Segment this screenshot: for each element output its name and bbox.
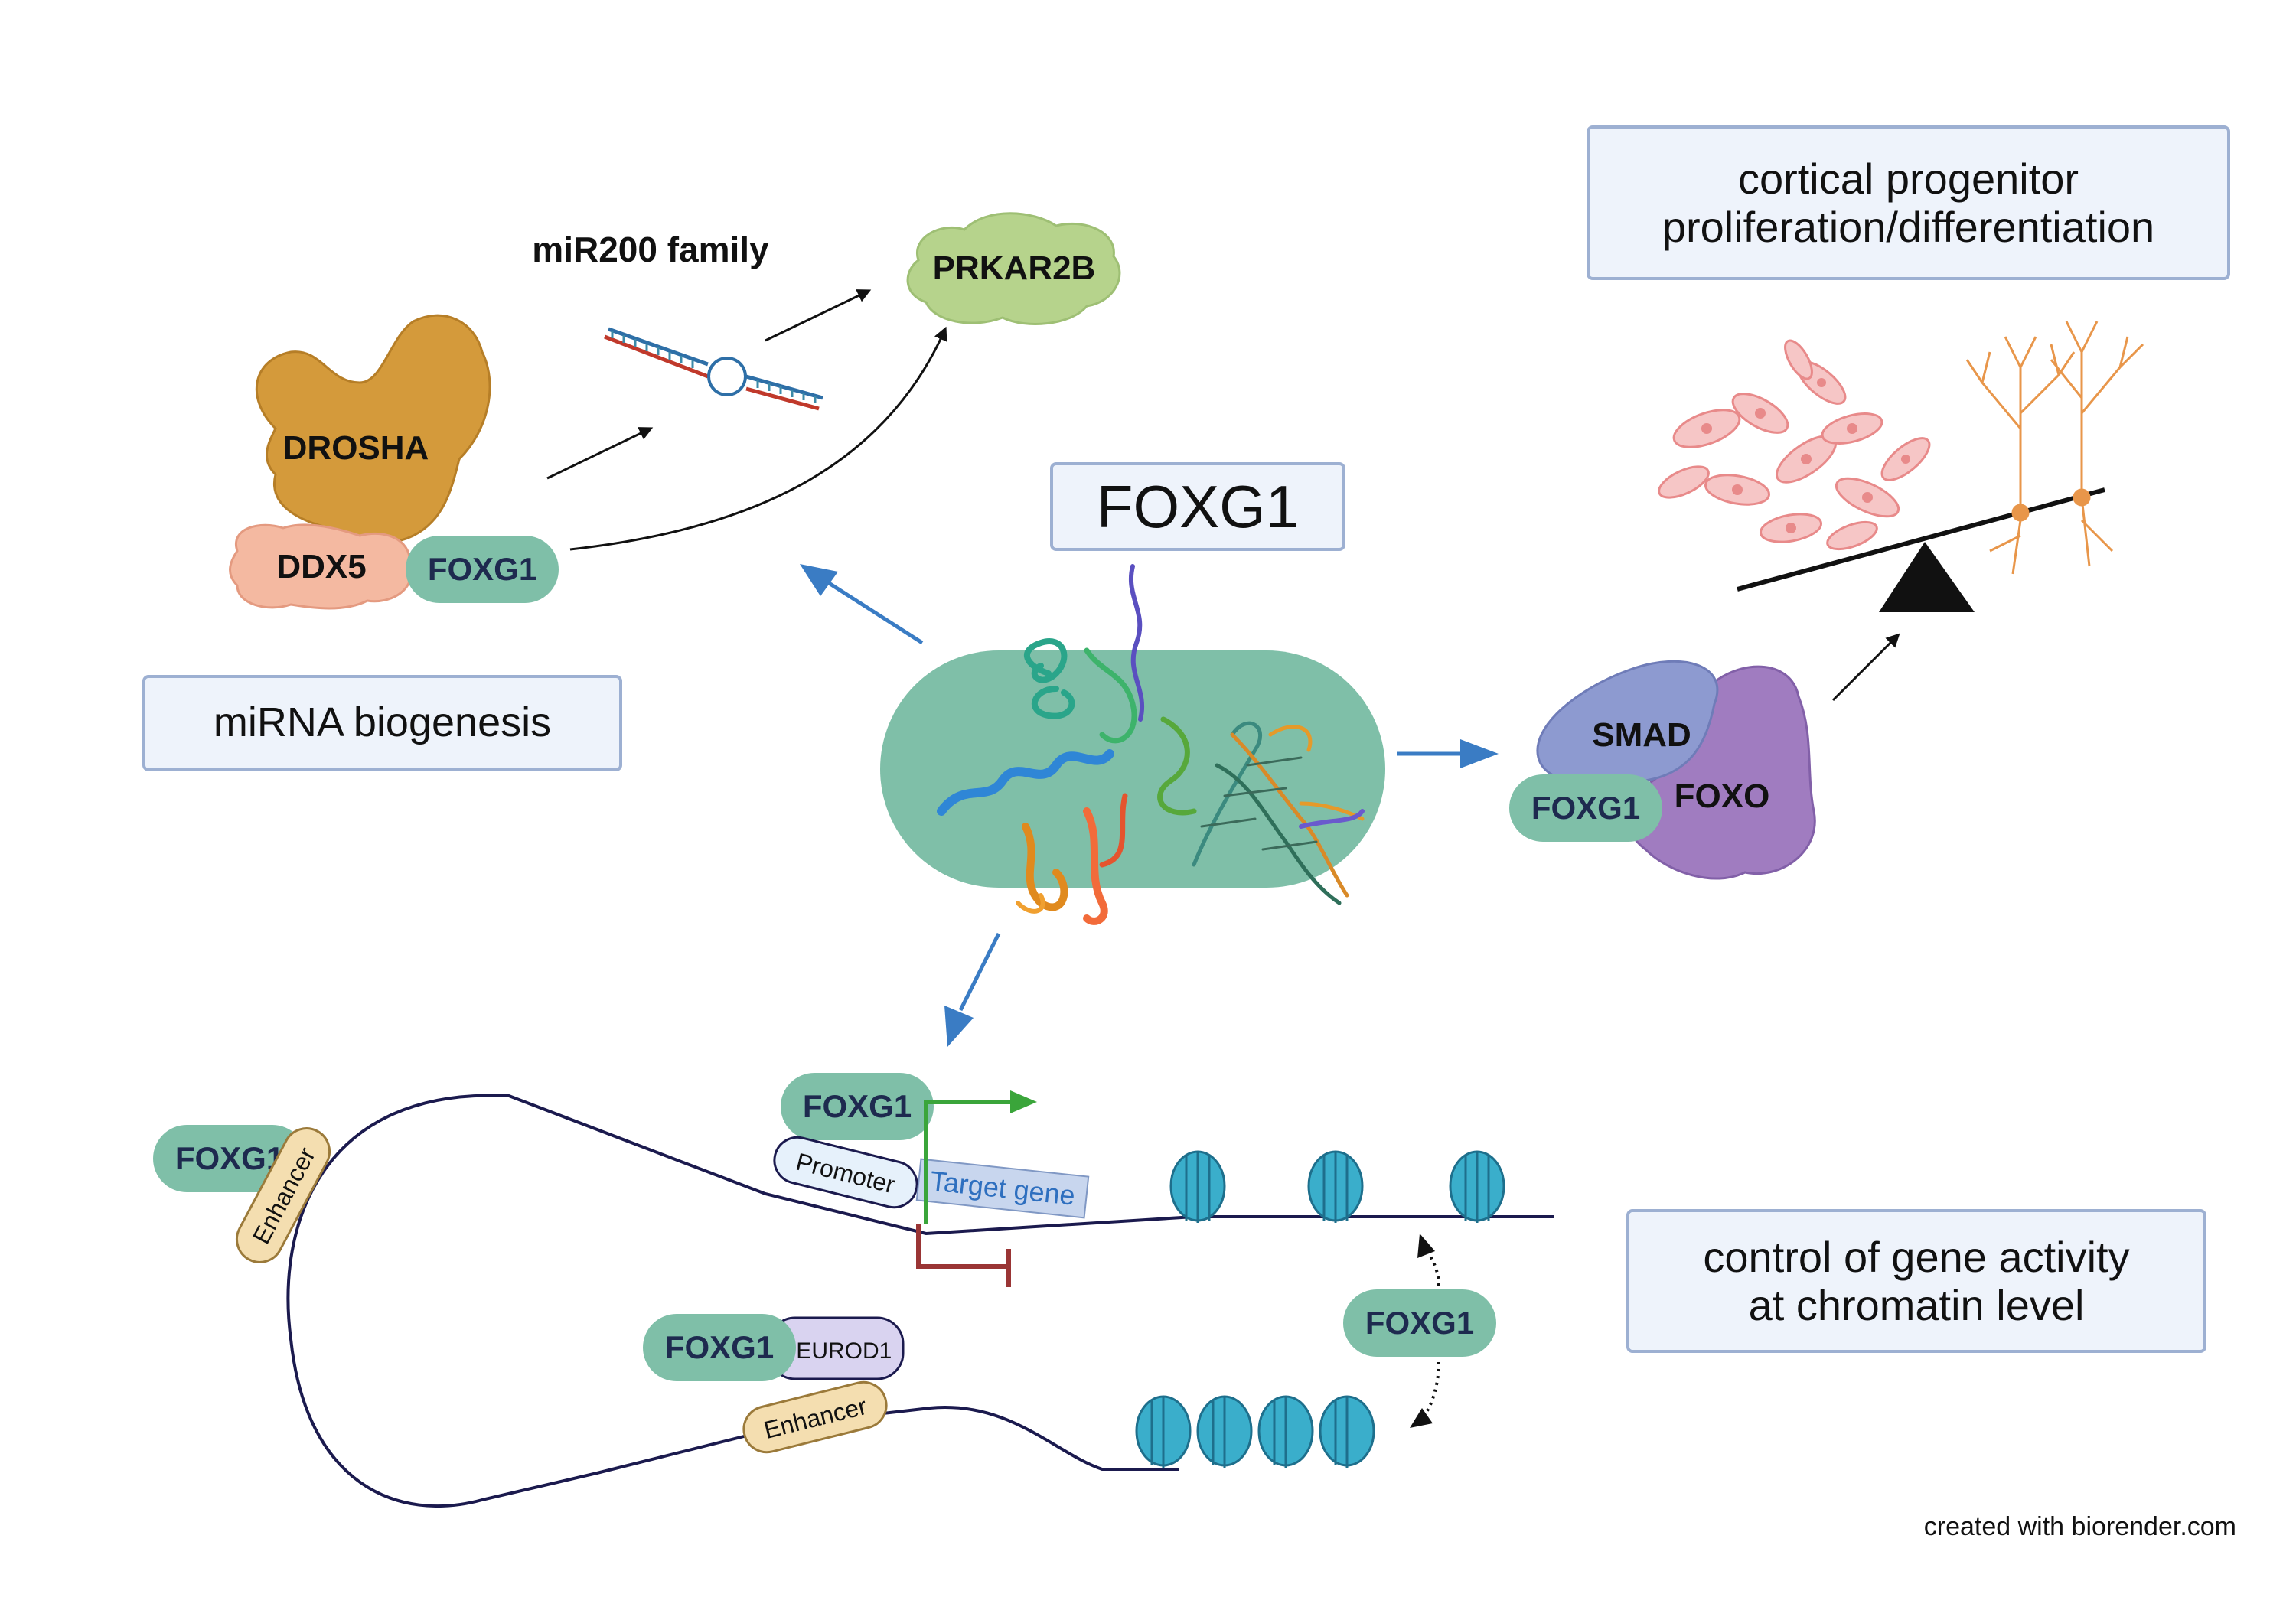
foxg1-pill-neurod1: [643, 1314, 796, 1381]
mirna-biogenesis-box: miRNA biogenesis: [142, 675, 622, 771]
drosha-label: DROSHA: [283, 429, 429, 467]
smad-label: SMAD: [1592, 716, 1691, 754]
cortical-progenitor-box: cortical progenitor proliferation/differ…: [1587, 125, 2230, 280]
progenitor-cells-icon: [1658, 339, 1931, 551]
dna-loop: [286, 1094, 1554, 1508]
arrow-smad-to-balance: [1831, 633, 1900, 702]
foxg1-title-box: FOXG1: [1050, 462, 1345, 551]
arrow-drosha-to-mirna: [546, 427, 654, 480]
ddx5-label: DDX5: [276, 548, 366, 585]
mirna-biogenesis-label: miRNA biogenesis: [213, 699, 552, 746]
foxg1-pill-chromatin: [1343, 1289, 1496, 1357]
foxo-label: FOXO: [1675, 777, 1770, 815]
mir200-label: miR200 family: [532, 230, 769, 269]
foxg1-pill-promoter: [781, 1073, 934, 1140]
foxg1-label-neurod1: FOXG1: [665, 1329, 774, 1365]
activation-arrow-icon: [924, 1090, 1037, 1224]
foxg1-protein-dna-structure-icon: [937, 564, 1365, 925]
remodeling-arrows-icon: [1410, 1234, 1440, 1428]
neurod1-label: NEUROD1: [780, 1338, 892, 1364]
nucleosome: [1169, 1150, 1226, 1223]
credit-text: created with biorender.com: [1923, 1512, 2236, 1541]
arrow-to-chromatin: [944, 932, 1001, 1047]
chromatin-control-label: control of gene activity at chromatin le…: [1703, 1232, 2130, 1329]
foxg1-pill-mirna: [406, 536, 559, 603]
foxg1-title: FOXG1: [1096, 472, 1300, 540]
ddx5-protein: [229, 523, 413, 610]
nucleosome-icon: [1135, 1150, 1505, 1468]
enhancer-element-left: [235, 1127, 331, 1263]
arrow-to-smad-complex: [1397, 739, 1499, 768]
foxg1-label-chromatin: FOXG1: [1365, 1305, 1474, 1341]
prkar2b-label: PRKAR2B: [933, 249, 1096, 287]
enhancer-element-bottom: [742, 1380, 888, 1454]
balance-scale-icon: [1737, 487, 2105, 612]
foxo-protein: [1627, 665, 1816, 880]
neurons-icon: [1965, 321, 2144, 575]
foxg1-label-smad: FOXG1: [1531, 790, 1640, 826]
foxg1-label-promoter: FOXG1: [803, 1088, 912, 1124]
foxg1-pill-smad: [1509, 774, 1662, 842]
cortical-progenitor-label: cortical progenitor proliferation/differ…: [1662, 154, 2155, 251]
target-gene-element: [915, 1158, 1090, 1219]
promoter-element: [773, 1136, 918, 1209]
repression-arrow-icon: [916, 1224, 1011, 1287]
foxg1-label-enhancer: FOXG1: [175, 1140, 284, 1176]
arrow-to-mirna-biogenesis: [800, 564, 924, 645]
arrow-foxg1-to-prkar2b: [569, 326, 947, 551]
prkar2b-protein: PRKAR2B: [906, 212, 1121, 325]
mirna-hairpin-icon: miR200 family: [532, 230, 823, 411]
drosha-complex: DROSHA DDX5 FOXG1: [229, 314, 559, 610]
nucleosome: [1307, 1150, 1364, 1223]
foxg1-center-capsule: [880, 650, 1385, 888]
drosha-protein: [255, 314, 491, 544]
arrow-mirna-to-prkar2b: [765, 289, 872, 342]
nucleosome-cluster: [1135, 1395, 1375, 1468]
chromatin-control-box: control of gene activity at chromatin le…: [1626, 1209, 2206, 1353]
nucleosome: [1449, 1150, 1505, 1223]
smad-foxo-complex: SMAD FOXO FOXG1: [1509, 660, 1816, 880]
foxg1-label-mirna: FOXG1: [428, 551, 536, 587]
